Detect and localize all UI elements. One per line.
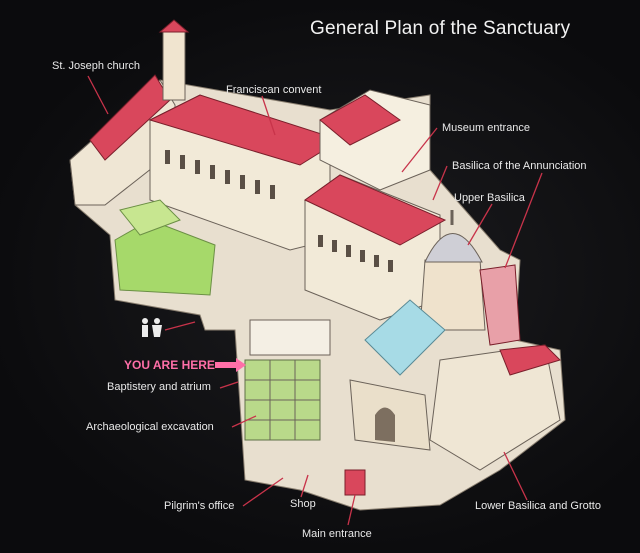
map-title: General Plan of the Sanctuary xyxy=(310,18,571,39)
atrium-court xyxy=(249,319,331,356)
label-pilgrims-office: Pilgrim's office xyxy=(164,500,235,512)
small-garden xyxy=(119,199,181,236)
label-museum-entrance: Museum entrance xyxy=(442,122,531,134)
label-shop: Shop xyxy=(290,498,316,510)
label-baptistery: Baptistery and atrium xyxy=(107,381,211,393)
you-are-here-pointer xyxy=(215,358,246,372)
facade-arch xyxy=(375,407,395,442)
basilica-right-wing xyxy=(479,264,521,346)
convent-windows xyxy=(165,150,275,199)
basilica-dome xyxy=(424,233,483,263)
leader-lines xyxy=(87,75,543,526)
excavation-grid xyxy=(245,360,320,440)
main-entrance-gate xyxy=(344,469,366,496)
label-st-joseph: St. Joseph church xyxy=(52,60,141,72)
lower-basilica-roof xyxy=(499,344,561,376)
label-main-entrance: Main entrance xyxy=(302,528,372,540)
bell-tower xyxy=(162,29,186,101)
upper-wing-roof xyxy=(304,174,447,246)
bell-tower-roof xyxy=(158,19,190,33)
label-upper-basilica: Upper Basilica xyxy=(454,192,525,204)
glass-roof xyxy=(364,299,446,376)
label-basilica: Basilica of the Annunciation xyxy=(452,160,587,172)
label-lower-basilica: Lower Basilica and Grotto xyxy=(475,500,601,512)
museum-roof xyxy=(319,94,401,146)
visitor-figures-icon xyxy=(142,318,162,337)
label-you-are-here: YOU ARE HERE xyxy=(124,358,215,372)
label-franciscan-convent: Franciscan convent xyxy=(226,84,322,96)
label-excavation: Archaeological excavation xyxy=(86,421,214,433)
upper-wing-windows xyxy=(318,235,393,272)
